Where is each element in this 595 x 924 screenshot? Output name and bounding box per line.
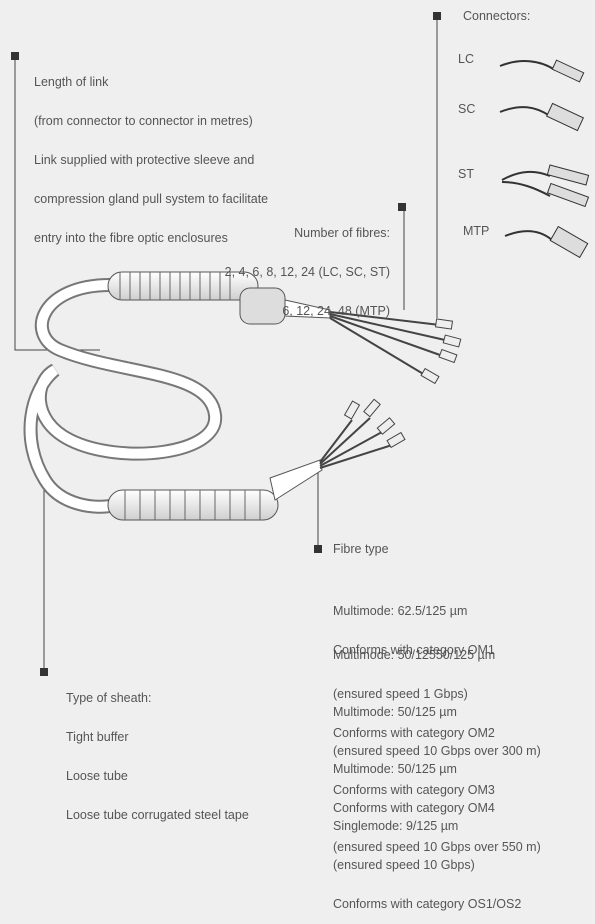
fibre-type-title: Fibre type — [333, 543, 389, 556]
fibres-line: 2, 4, 6, 8, 12, 24 (LC, SC, ST) — [225, 266, 390, 279]
fibre-type-group-os: Singlemode: 9/125 µm (ensured speed 10 G… — [333, 794, 521, 924]
fibre-type-line: Conforms with category OS1/OS2 — [333, 898, 521, 911]
fibres-line: Number of fibres: — [225, 227, 390, 240]
link-length-bullet — [11, 52, 19, 60]
connector-label-mtp: MTP — [463, 224, 489, 238]
cable-body — [31, 285, 216, 507]
fibres-bullet — [398, 203, 406, 211]
lower-connectors — [345, 399, 405, 447]
connectors-bullet — [433, 12, 441, 20]
sheath-text: Type of sheath: Tight buffer Loose tube … — [66, 666, 249, 835]
connector-st-icon — [502, 165, 589, 207]
sheath-line: Loose tube — [66, 770, 249, 783]
connector-label-lc: LC — [458, 52, 474, 66]
cable-outer — [31, 285, 216, 507]
fibres-text: Number of fibres: 2, 4, 6, 8, 12, 24 (LC… — [225, 201, 390, 331]
connector-sc-icon — [500, 103, 583, 130]
sheath-line: Tight buffer — [66, 731, 249, 744]
sheath-bullet — [40, 668, 48, 676]
fibre-type-line: Multimode: 50/125 µm — [333, 706, 541, 719]
cable-inner — [31, 285, 216, 507]
lower-sleeve — [108, 460, 322, 520]
fibres-line: 6, 12, 24, 48 (MTP) — [225, 305, 390, 318]
link-length-line: (from connector to connector in metres) — [34, 115, 268, 128]
connector-lc-icon — [500, 60, 584, 82]
connector-label-st: ST — [458, 167, 474, 181]
connector-mtp-icon — [505, 227, 588, 258]
connectors-title: Connectors: — [463, 10, 530, 23]
connector-label-sc: SC — [458, 102, 475, 116]
fibre-type-line: Singlemode: 9/125 µm — [333, 820, 521, 833]
sheath-line: Type of sheath: — [66, 692, 249, 705]
fibre-type-line: (ensured speed 10 Gbps) — [333, 859, 521, 872]
sheath-line: Loose tube corrugated steel tape — [66, 809, 249, 822]
fibre-type-line: Multimode: 50/125 µm — [333, 763, 541, 776]
fibre-type-bullet — [314, 545, 322, 553]
link-length-line: Length of link — [34, 76, 268, 89]
link-length-line: Link supplied with protective sleeve and — [34, 154, 268, 167]
fibre-type-line: Multimode: 62.5/125 µm — [333, 605, 495, 618]
fibre-type-line: Multimode: 50/12550/125 µm — [333, 649, 495, 662]
